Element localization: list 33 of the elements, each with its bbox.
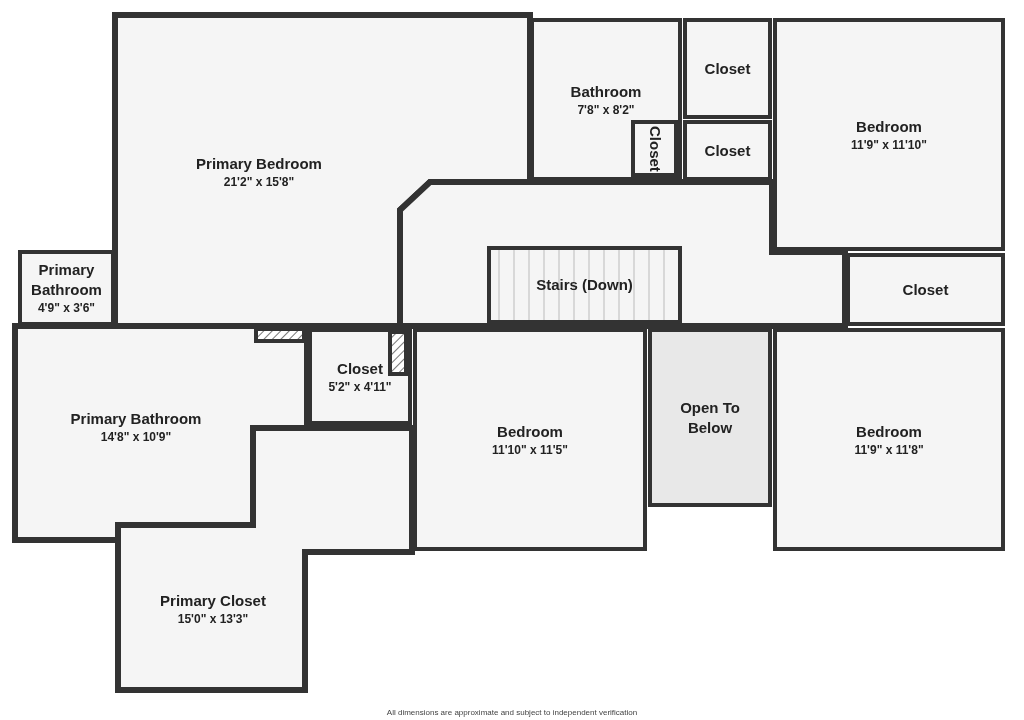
- room: [683, 18, 772, 119]
- room-name: Bedroom: [856, 421, 922, 442]
- room-dimensions: 7'8" x 8'2": [577, 101, 635, 118]
- room-name: Bedroom: [856, 116, 922, 137]
- room: [846, 253, 1005, 326]
- room: [683, 120, 772, 181]
- room: [773, 328, 1005, 551]
- room-name: Primary Closet: [160, 590, 266, 611]
- room-dimensions: 11'9" x 11'8": [854, 441, 924, 458]
- room-dimensions: 11'10" x 11'5": [492, 441, 568, 458]
- room-dimensions: 15'0" x 13'3": [177, 610, 249, 627]
- room-name: Closet: [704, 58, 751, 79]
- room-name: Bathroom: [570, 81, 642, 102]
- disclaimer-note: All dimensions are approximate and subject to independent verification: [385, 707, 639, 719]
- room-dimensions: 21'2" x 15'8": [223, 174, 295, 190]
- room-dimensions: 11'9" x 11'10": [851, 136, 927, 153]
- room-name: Primary Bedroom: [196, 154, 322, 174]
- room: [773, 18, 1005, 251]
- room-name: Open To Below: [679, 397, 741, 438]
- room-name: Closet: [337, 358, 383, 379]
- room-name: Closet: [902, 279, 949, 300]
- room-dimensions: 14'8" x 10'9": [100, 429, 172, 445]
- room: [648, 328, 772, 507]
- room-name: Closet: [645, 125, 665, 172]
- room-name: Primary Bathroom: [70, 409, 202, 429]
- room-dimensions: 4'9" x 3'6": [37, 300, 96, 316]
- room-name: Primary Bathroom: [30, 260, 103, 300]
- room: [530, 18, 682, 181]
- room-dimensions: 5'2" x 4'11": [328, 378, 392, 395]
- room-name: Stairs (Down): [536, 275, 633, 295]
- room: [18, 250, 115, 326]
- room-name: Bedroom: [497, 421, 563, 442]
- room-name: Closet: [704, 140, 751, 161]
